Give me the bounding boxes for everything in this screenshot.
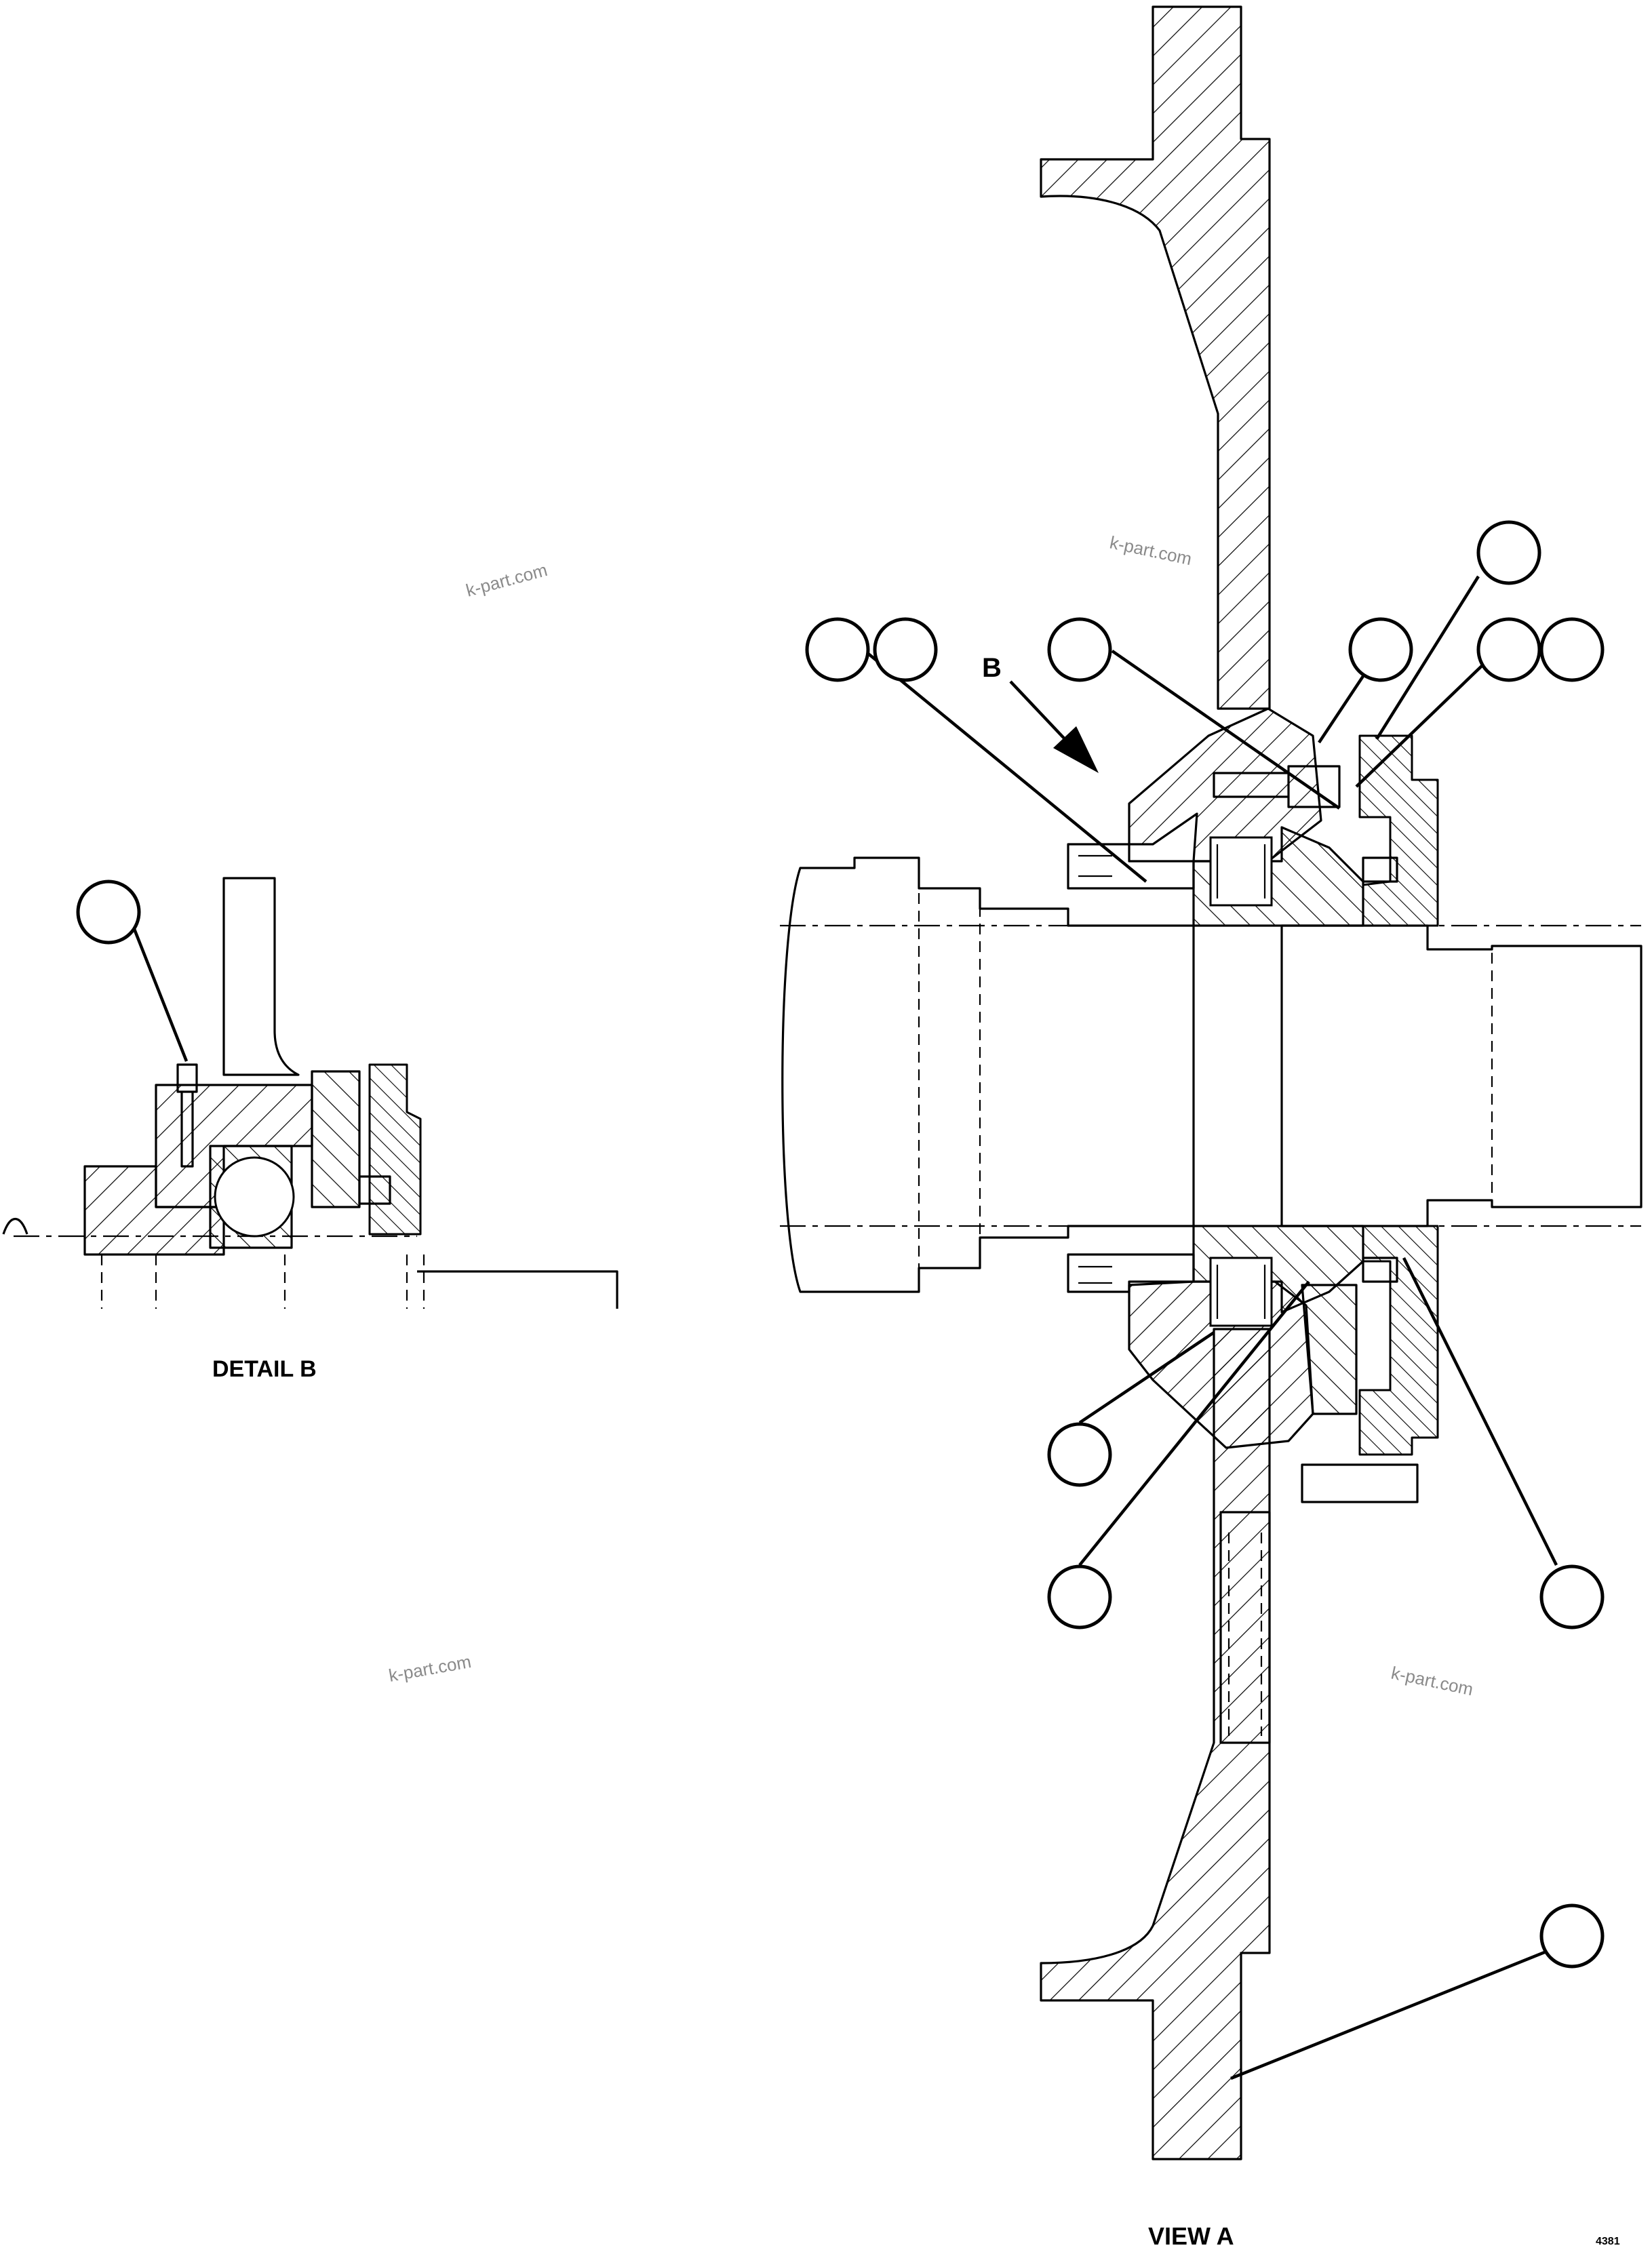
view-arrow: B <box>982 653 1099 773</box>
leader-9 <box>1230 1944 1560 2080</box>
detail-left-end <box>2 1218 28 1235</box>
roller-upper <box>1209 836 1273 907</box>
view-a-label: VIEW A <box>1148 2222 1234 2250</box>
balloon-3 <box>1047 617 1112 682</box>
spindle-left-outline <box>781 856 1195 1293</box>
view-arrow-head <box>1053 726 1099 773</box>
figure-number: 4381 <box>1596 2236 1620 2247</box>
detail-grease-fitting <box>176 1063 198 1168</box>
watermark-3: k-part.com <box>387 1651 473 1686</box>
detail-shaft-upper <box>222 877 300 1076</box>
detail-cap <box>311 1070 361 1208</box>
arrow-label: B <box>982 653 1002 683</box>
balloon-5 <box>1476 520 1541 585</box>
leader-1 <box>862 648 1147 883</box>
balloon-10 <box>1539 1564 1605 1629</box>
seal-ring-lower <box>1362 1257 1398 1283</box>
detail-right-shaft <box>417 1270 618 1309</box>
balloon-1 <box>805 617 870 682</box>
bolt-lower <box>1301 1463 1419 1503</box>
leader-6 <box>1078 1331 1215 1424</box>
detail-b-section <box>2 877 618 1309</box>
balloon-12 <box>76 880 141 945</box>
retainer-lower <box>1301 1284 1358 1415</box>
balloon-7 <box>1539 617 1605 682</box>
detail-ball <box>214 1156 295 1238</box>
view-arrow-shaft <box>1009 680 1069 744</box>
stud-upper <box>1067 843 1195 890</box>
upper-wheel-flange <box>1040 5 1271 710</box>
leader-5 <box>1355 648 1500 788</box>
lower-wheel-flange <box>1040 1328 1271 2160</box>
leader-lines <box>132 575 1560 2080</box>
leader-10 <box>132 928 189 1062</box>
stud-lower <box>1067 1253 1195 1293</box>
spindle-right-outline <box>1280 924 1643 1227</box>
balloon-6 <box>1476 617 1541 682</box>
detail-seal-ring <box>358 1175 391 1205</box>
text-labels: DETAIL B VIEW A 4381 <box>212 1356 1620 2250</box>
callout-balloons <box>76 520 1605 1969</box>
balloon-4 <box>1348 617 1413 682</box>
seal-carrier-upper <box>1358 734 1439 927</box>
detail-seal-housing <box>368 1063 422 1236</box>
leader-7 <box>1078 1280 1310 1566</box>
seal-carrier-lower <box>1358 1225 1439 1456</box>
spoke-channel <box>1219 1511 1271 1744</box>
watermark-2: k-part.com <box>1108 532 1194 570</box>
leader-8 <box>1402 1257 1558 1566</box>
roller-lower <box>1209 1257 1273 1327</box>
balloon-2 <box>873 617 938 682</box>
watermark-4: k-part.com <box>1390 1663 1475 1700</box>
balloon-8 <box>1047 1422 1112 1487</box>
balloon-9 <box>1047 1564 1112 1629</box>
detail-b-label: DETAIL B <box>212 1356 317 1382</box>
seal-ring-upper <box>1362 856 1398 883</box>
balloon-11 <box>1539 1903 1605 1969</box>
leader-2 <box>1111 650 1341 810</box>
view-a-section <box>780 5 1643 2160</box>
leader-4 <box>1375 575 1480 740</box>
watermark-1: k-part.com <box>464 559 549 601</box>
